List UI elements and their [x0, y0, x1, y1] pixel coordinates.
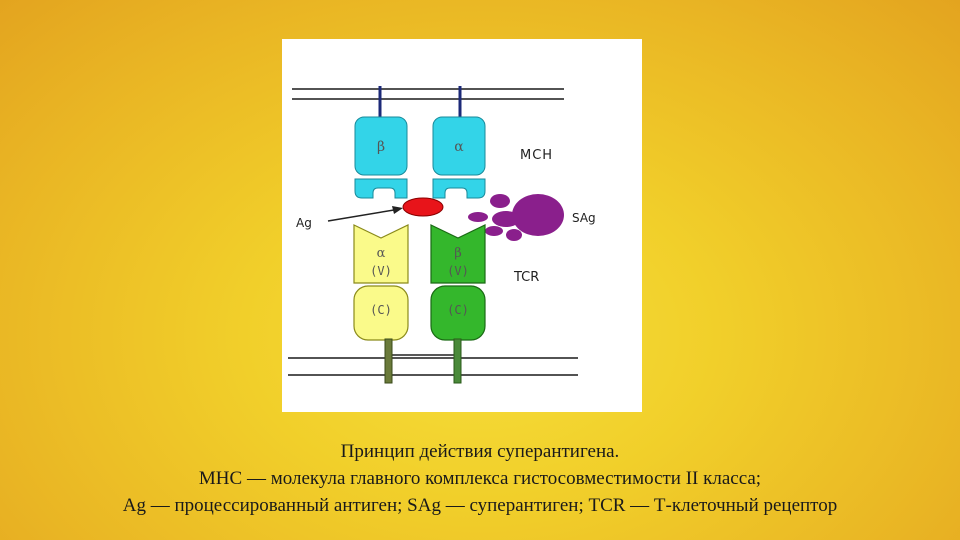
superantigen-diagram: β α MCH Ag — [282, 39, 642, 412]
tcr-label: TCR — [513, 270, 539, 285]
apc-membrane — [292, 89, 564, 99]
caption-line-1: Принцип действия суперантигена. — [0, 438, 960, 465]
antigen — [403, 198, 443, 216]
mhc-beta-symbol: β — [377, 139, 385, 155]
tcr-beta-v-label: (V) — [447, 264, 469, 278]
tcr-alpha-symbol: α — [377, 246, 386, 261]
caption-line-2: MHC — молекула главного комплекса гистос… — [0, 465, 960, 492]
caption: Принцип действия суперантигена. MHC — мо… — [0, 438, 960, 519]
mhc-label: MCH — [520, 148, 553, 163]
tcr-beta-symbol: β — [454, 246, 462, 261]
caption-line-3: Ag — процессированный антиген; SAg — суп… — [0, 492, 960, 519]
tcell-membrane — [288, 358, 578, 375]
tcr-beta-c-label: (C) — [447, 303, 469, 317]
mhc-alpha-symbol: α — [454, 139, 464, 155]
tcr-alpha-stem — [385, 339, 392, 383]
superantigen-label: SAg — [572, 211, 596, 225]
antigen-label: Ag — [296, 216, 312, 230]
antigen-arrow — [328, 206, 403, 221]
mhc-alpha-groove — [433, 179, 485, 198]
tcr-alpha-c-label: (C) — [370, 303, 392, 317]
mhc-beta-groove — [355, 179, 407, 198]
tcr-alpha-v-label: (V) — [370, 264, 392, 278]
tcr-beta-stem — [454, 339, 461, 383]
diagram-panel: β α MCH Ag — [282, 39, 642, 412]
